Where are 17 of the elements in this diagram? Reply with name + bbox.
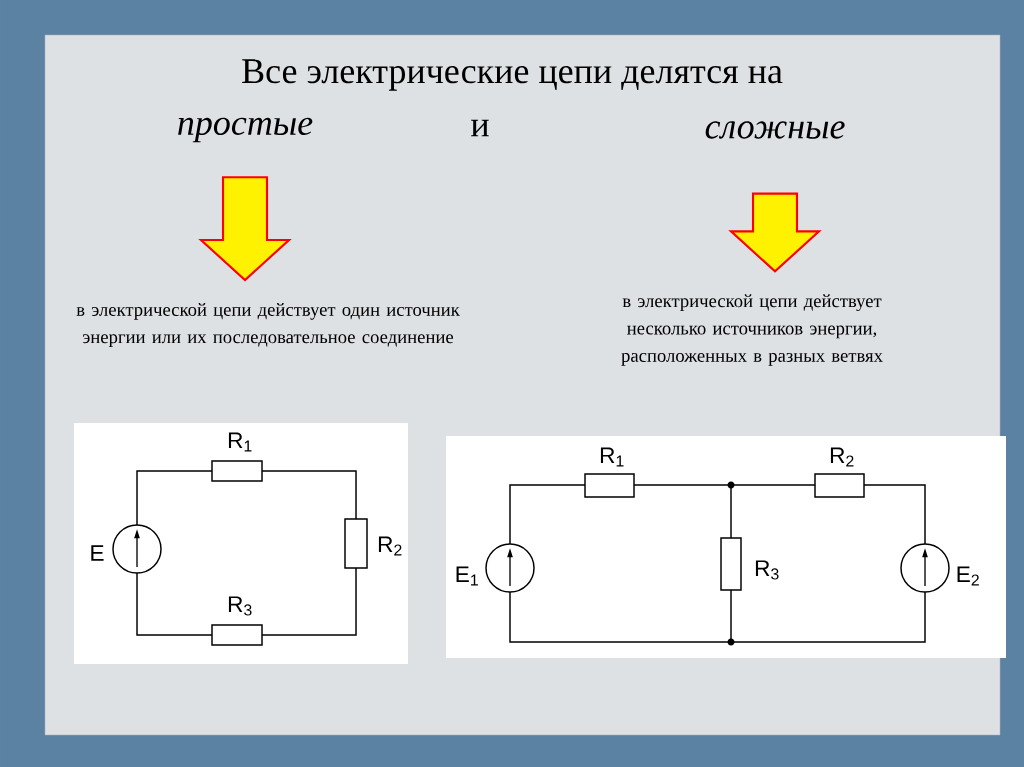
category-heading: простые	[178, 117, 313, 143]
slide-title: Все электрические цепи делятся на	[242, 59, 783, 91]
component-label: E$_{1}$	[456, 566, 478, 586]
description-text: в электрической цепи действует один источник энергии или их последовательное соединение	[76, 302, 460, 348]
conjunction-word: и	[471, 119, 489, 137]
block-arrow	[728, 192, 822, 273]
component-label: E	[91, 545, 104, 561]
category-heading: сложные	[705, 121, 845, 139]
component-label: R$_{3}$	[228, 596, 252, 616]
description-text: в электрической цепи действует несколько источников энергии, расположенных в разных ветвях	[621, 294, 883, 366]
component-label: R$_{2}$	[378, 536, 402, 556]
component-label: R$_{1}$	[600, 447, 624, 467]
component-label: R$_{1}$	[228, 432, 252, 452]
component-label: R$_{3}$	[755, 560, 779, 580]
component-label: R$_{2}$	[830, 447, 854, 467]
component-label: E$_{2}$	[957, 566, 979, 586]
block-arrow	[198, 176, 292, 282]
